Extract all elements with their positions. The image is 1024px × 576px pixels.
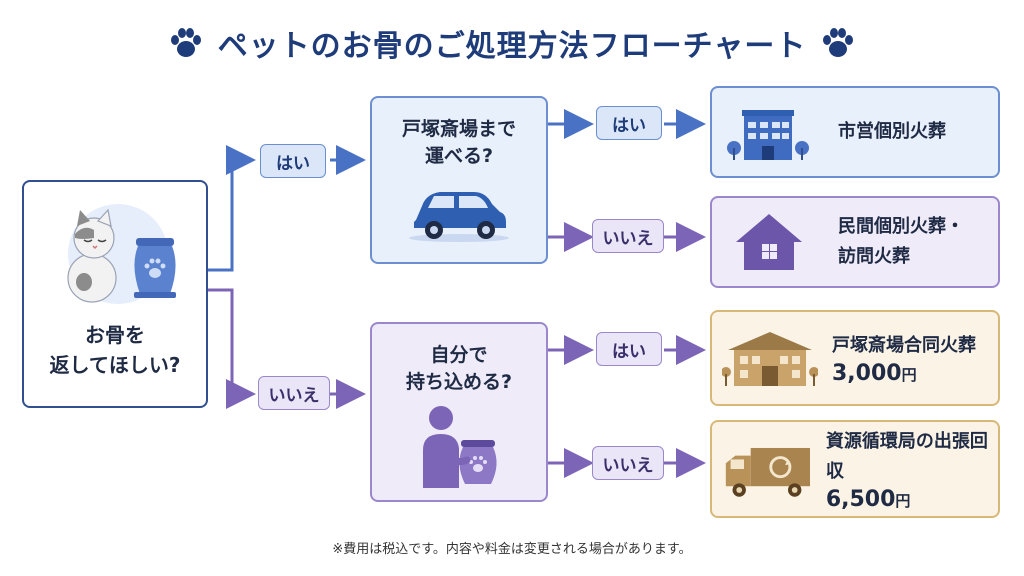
q1-yes-label: はい — [596, 106, 662, 140]
result-node-r1: 市営個別火葬 — [710, 86, 1000, 178]
result-r4-label: 資源循環局の出張回収 — [825, 430, 988, 482]
result-r2-line2: 訪問火葬 — [838, 246, 910, 267]
q1-no-label: いいえ — [592, 219, 664, 253]
cat-with-urn-illustration — [67, 204, 176, 304]
paw-icon — [170, 28, 201, 57]
paw-icon — [823, 28, 854, 57]
q1-text-line1: 戸塚斎場まで — [401, 118, 516, 140]
q1-text-line2: 運べる? — [424, 145, 493, 167]
start-text-line2: 返してほしい? — [49, 353, 181, 377]
city-hall-building-icon — [727, 110, 809, 160]
footnote: ※費用は税込です。内容や料金は変更される場合があります。 — [332, 542, 692, 557]
collection-truck-icon — [725, 447, 811, 497]
branch-no-label: いいえ — [258, 376, 330, 410]
crematorium-building-icon — [722, 332, 818, 386]
question-node-q2: 自分で 持ち込める? — [370, 322, 548, 502]
start-node: お骨を 返してほしい? — [22, 180, 208, 408]
result-r4-price: 6,500 — [825, 486, 896, 512]
result-r4-unit: 円 — [895, 491, 911, 510]
result-node-r2: 民間個別火葬・ 訪問火葬 — [710, 196, 1000, 288]
result-r3-price: 3,000 — [832, 360, 902, 386]
result-r1-label: 市営個別火葬 — [838, 121, 946, 142]
result-r3-label: 戸塚斎場合同火葬 — [832, 334, 976, 356]
q2-text-line1: 自分で — [430, 344, 488, 366]
person-carrying-urn-icon — [423, 406, 497, 488]
title-bar: ペットのお骨のご処理方法フローチャート — [0, 18, 1024, 68]
branch-yes-label: はい — [260, 144, 326, 178]
q2-yes-label: はい — [596, 332, 662, 366]
q2-text-line2: 持ち込める? — [405, 371, 513, 393]
question-node-q1: 戸塚斎場まで 運べる? — [370, 96, 548, 264]
q2-no-label: いいえ — [592, 446, 664, 480]
start-text-line1: お骨を — [84, 323, 145, 347]
page-title: ペットのお骨のご処理方法フローチャート — [217, 29, 807, 64]
result-node-r3: 戸塚斎場合同火葬 3,000円 — [710, 310, 1000, 406]
result-r2-line1: 民間個別火葬・ — [838, 216, 964, 237]
result-r3-unit: 円 — [901, 365, 917, 384]
car-icon — [409, 192, 509, 242]
house-icon — [736, 214, 802, 270]
result-node-r4: 資源循環局の出張回収 6,500円 — [710, 420, 1000, 518]
